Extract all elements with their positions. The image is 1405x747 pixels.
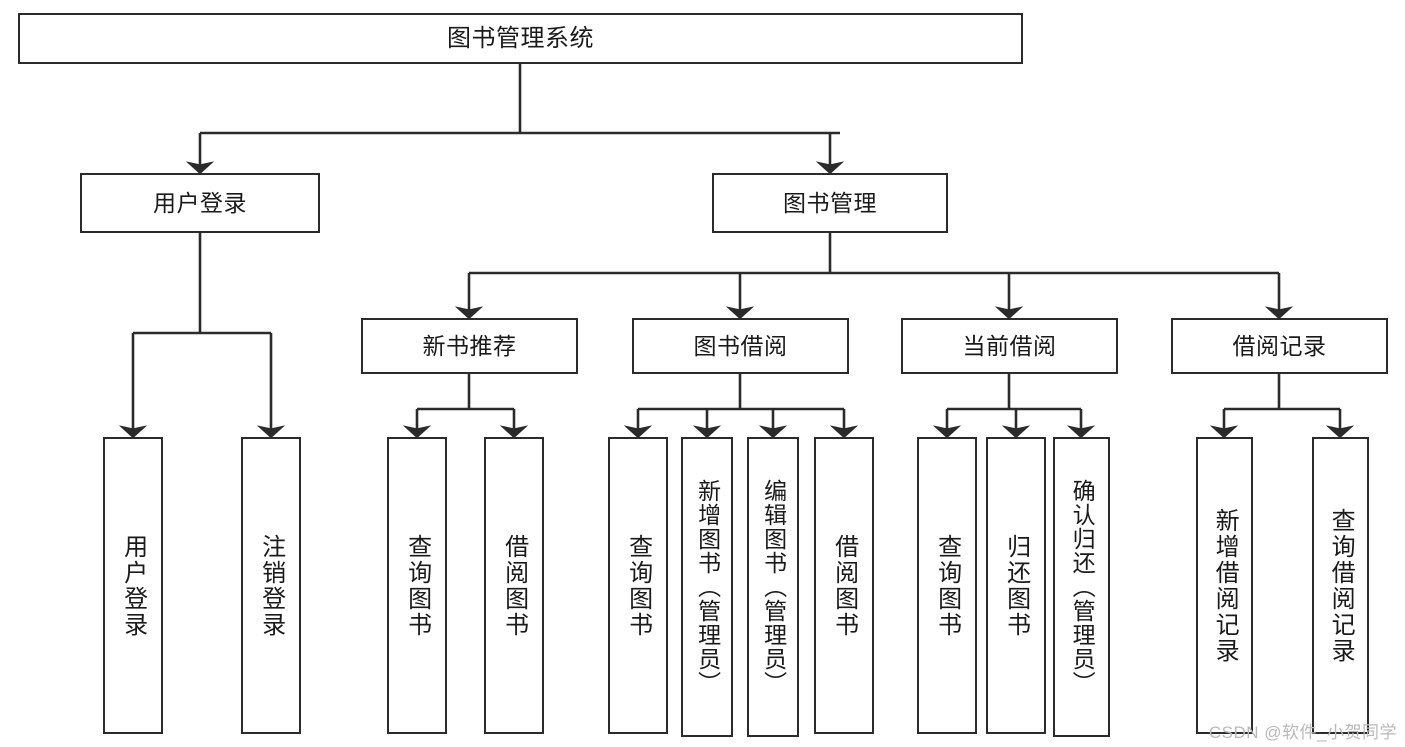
node-new-book-recommend-label: 新书推荐: [422, 332, 517, 359]
node-leaf-user-login-label: 用户登录: [119, 533, 147, 638]
node-current-borrow-label: 当前借阅: [962, 332, 1057, 359]
node-leaf-add-record[interactable]: 新增借阅记录: [1196, 437, 1253, 734]
node-leaf-add-record-label: 新增借阅记录: [1211, 507, 1239, 664]
node-book-manage-label: 图书管理: [783, 189, 877, 216]
node-leaf-query-book-borrow-label: 查询图书: [624, 533, 652, 638]
node-book-borrow[interactable]: 图书借阅: [632, 318, 849, 374]
node-leaf-edit-book-label: 编辑图书（管理员）: [760, 479, 787, 695]
node-borrow-record[interactable]: 借阅记录: [1171, 318, 1388, 374]
node-leaf-query-record-label: 查询借阅记录: [1327, 507, 1355, 664]
node-leaf-edit-book[interactable]: 编辑图书（管理员）: [747, 437, 799, 737]
node-leaf-query-record[interactable]: 查询借阅记录: [1312, 437, 1369, 734]
node-leaf-query-book-rec-label: 查询图书: [403, 533, 431, 638]
node-root-label: 图书管理系统: [447, 24, 594, 52]
node-leaf-borrow-book-rec[interactable]: 借阅图书: [484, 437, 544, 734]
node-user-login[interactable]: 用户登录: [80, 173, 320, 233]
node-current-borrow[interactable]: 当前借阅: [901, 318, 1118, 374]
node-leaf-user-login[interactable]: 用户登录: [103, 437, 163, 734]
node-leaf-return-book-label: 归还图书: [1002, 533, 1030, 638]
node-leaf-query-book-cur-label: 查询图书: [933, 533, 961, 638]
node-leaf-borrow-book-rec-label: 借阅图书: [500, 533, 528, 638]
node-leaf-user-logout-label: 注销登录: [257, 533, 285, 638]
node-new-book-recommend[interactable]: 新书推荐: [361, 318, 578, 374]
node-leaf-user-logout[interactable]: 注销登录: [241, 437, 301, 734]
node-leaf-return-book[interactable]: 归还图书: [986, 437, 1046, 734]
node-root[interactable]: 图书管理系统: [18, 13, 1023, 64]
node-book-borrow-label: 图书借阅: [693, 332, 788, 359]
node-leaf-query-book-rec[interactable]: 查询图书: [387, 437, 447, 734]
node-leaf-borrow-book[interactable]: 借阅图书: [814, 437, 874, 734]
node-borrow-record-label: 借阅记录: [1232, 332, 1327, 359]
csdn-watermark: CSDN @软件_小贺同学: [1208, 723, 1397, 742]
node-leaf-add-book-label: 新增图书（管理员）: [694, 479, 721, 695]
node-leaf-query-book-borrow[interactable]: 查询图书: [608, 437, 668, 734]
node-leaf-confirm-return[interactable]: 确认归还（管理员）: [1053, 437, 1110, 737]
node-leaf-add-book[interactable]: 新增图书（管理员）: [681, 437, 733, 737]
node-leaf-borrow-book-label: 借阅图书: [830, 533, 858, 638]
node-book-manage[interactable]: 图书管理: [712, 173, 948, 233]
node-leaf-query-book-cur[interactable]: 查询图书: [917, 437, 977, 734]
node-leaf-confirm-return-label: 确认归还（管理员）: [1069, 479, 1096, 695]
node-user-login-label: 用户登录: [153, 189, 247, 216]
